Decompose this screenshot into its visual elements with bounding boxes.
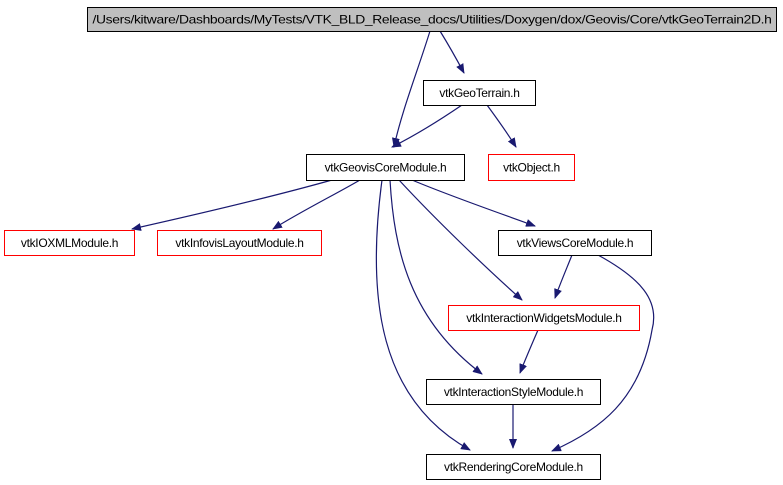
node-label: vtkInteractionWidgetsModule.h	[466, 311, 621, 325]
node-object[interactable]: vtkObject.h	[488, 154, 575, 181]
node-box	[423, 80, 536, 106]
edge-viewscore-to-interactionwidgets	[554, 254, 573, 299]
edge-geoviscore-to-viewscore	[411, 179, 536, 227]
node-box	[448, 305, 640, 331]
node-label: /Users/kitware/Dashboards/MyTests/VTK_BL…	[93, 13, 772, 27]
node-label: vtkInfovisLayoutModule.h	[175, 236, 303, 250]
node-renderingcore[interactable]: vtkRenderingCoreModule.h	[426, 454, 601, 480]
node-interactionstyle[interactable]: vtkInteractionStyleModule.h	[426, 379, 601, 405]
node-interactionwidgets[interactable]: vtkInteractionWidgetsModule.h	[448, 305, 640, 331]
nodes-layer: /Users/kitware/Dashboards/MyTests/VTK_BL…	[4, 7, 777, 480]
node-box	[426, 454, 601, 480]
node-viewscore[interactable]: vtkViewsCoreModule.h	[498, 230, 652, 256]
node-label: vtkGeoTerrain.h	[439, 86, 519, 100]
edge-geoviscore-to-infovislayout	[272, 179, 361, 230]
node-geoterrain[interactable]: vtkGeoTerrain.h	[423, 80, 536, 106]
node-box	[498, 230, 652, 256]
node-label: vtkInteractionStyleModule.h	[444, 385, 583, 399]
node-label: vtkViewsCoreModule.h	[517, 236, 634, 250]
edge-geoterrain-to-geoviscore	[391, 104, 463, 148]
node-box	[157, 230, 322, 256]
node-box	[306, 154, 465, 181]
edge-geoviscore-to-renderingcore	[375, 179, 471, 451]
node-label: vtkIOXMLModule.h	[21, 236, 118, 250]
node-label: vtkGeovisCoreModule.h	[325, 161, 447, 175]
node-label: vtkObject.h	[503, 161, 560, 175]
node-box	[426, 379, 601, 405]
edges-layer	[131, 30, 655, 452]
node-box	[488, 154, 575, 181]
node-box	[4, 230, 135, 256]
edge-geoviscore-to-interactionstyle	[389, 179, 483, 375]
edge-interactionwidgets-to-interactionstyle	[519, 329, 539, 374]
node-label: vtkRenderingCoreModule.h	[444, 460, 583, 474]
edge-geoviscore-to-interactionwidgets	[398, 179, 523, 301]
node-root: /Users/kitware/Dashboards/MyTests/VTK_BL…	[87, 7, 777, 32]
node-infovislayout[interactable]: vtkInfovisLayoutModule.h	[157, 230, 322, 256]
node-box	[87, 7, 777, 32]
edge-geoterrain-to-object	[486, 104, 517, 148]
edge-root-to-geoviscore	[391, 30, 431, 148]
edge-geoviscore-to-ioxml	[131, 179, 333, 231]
edge-root-to-geoterrain	[439, 30, 465, 74]
edge-viewscore-to-renderingcore	[551, 254, 655, 452]
node-geoviscore[interactable]: vtkGeovisCoreModule.h	[306, 154, 465, 181]
node-ioxml[interactable]: vtkIOXMLModule.h	[4, 230, 135, 256]
